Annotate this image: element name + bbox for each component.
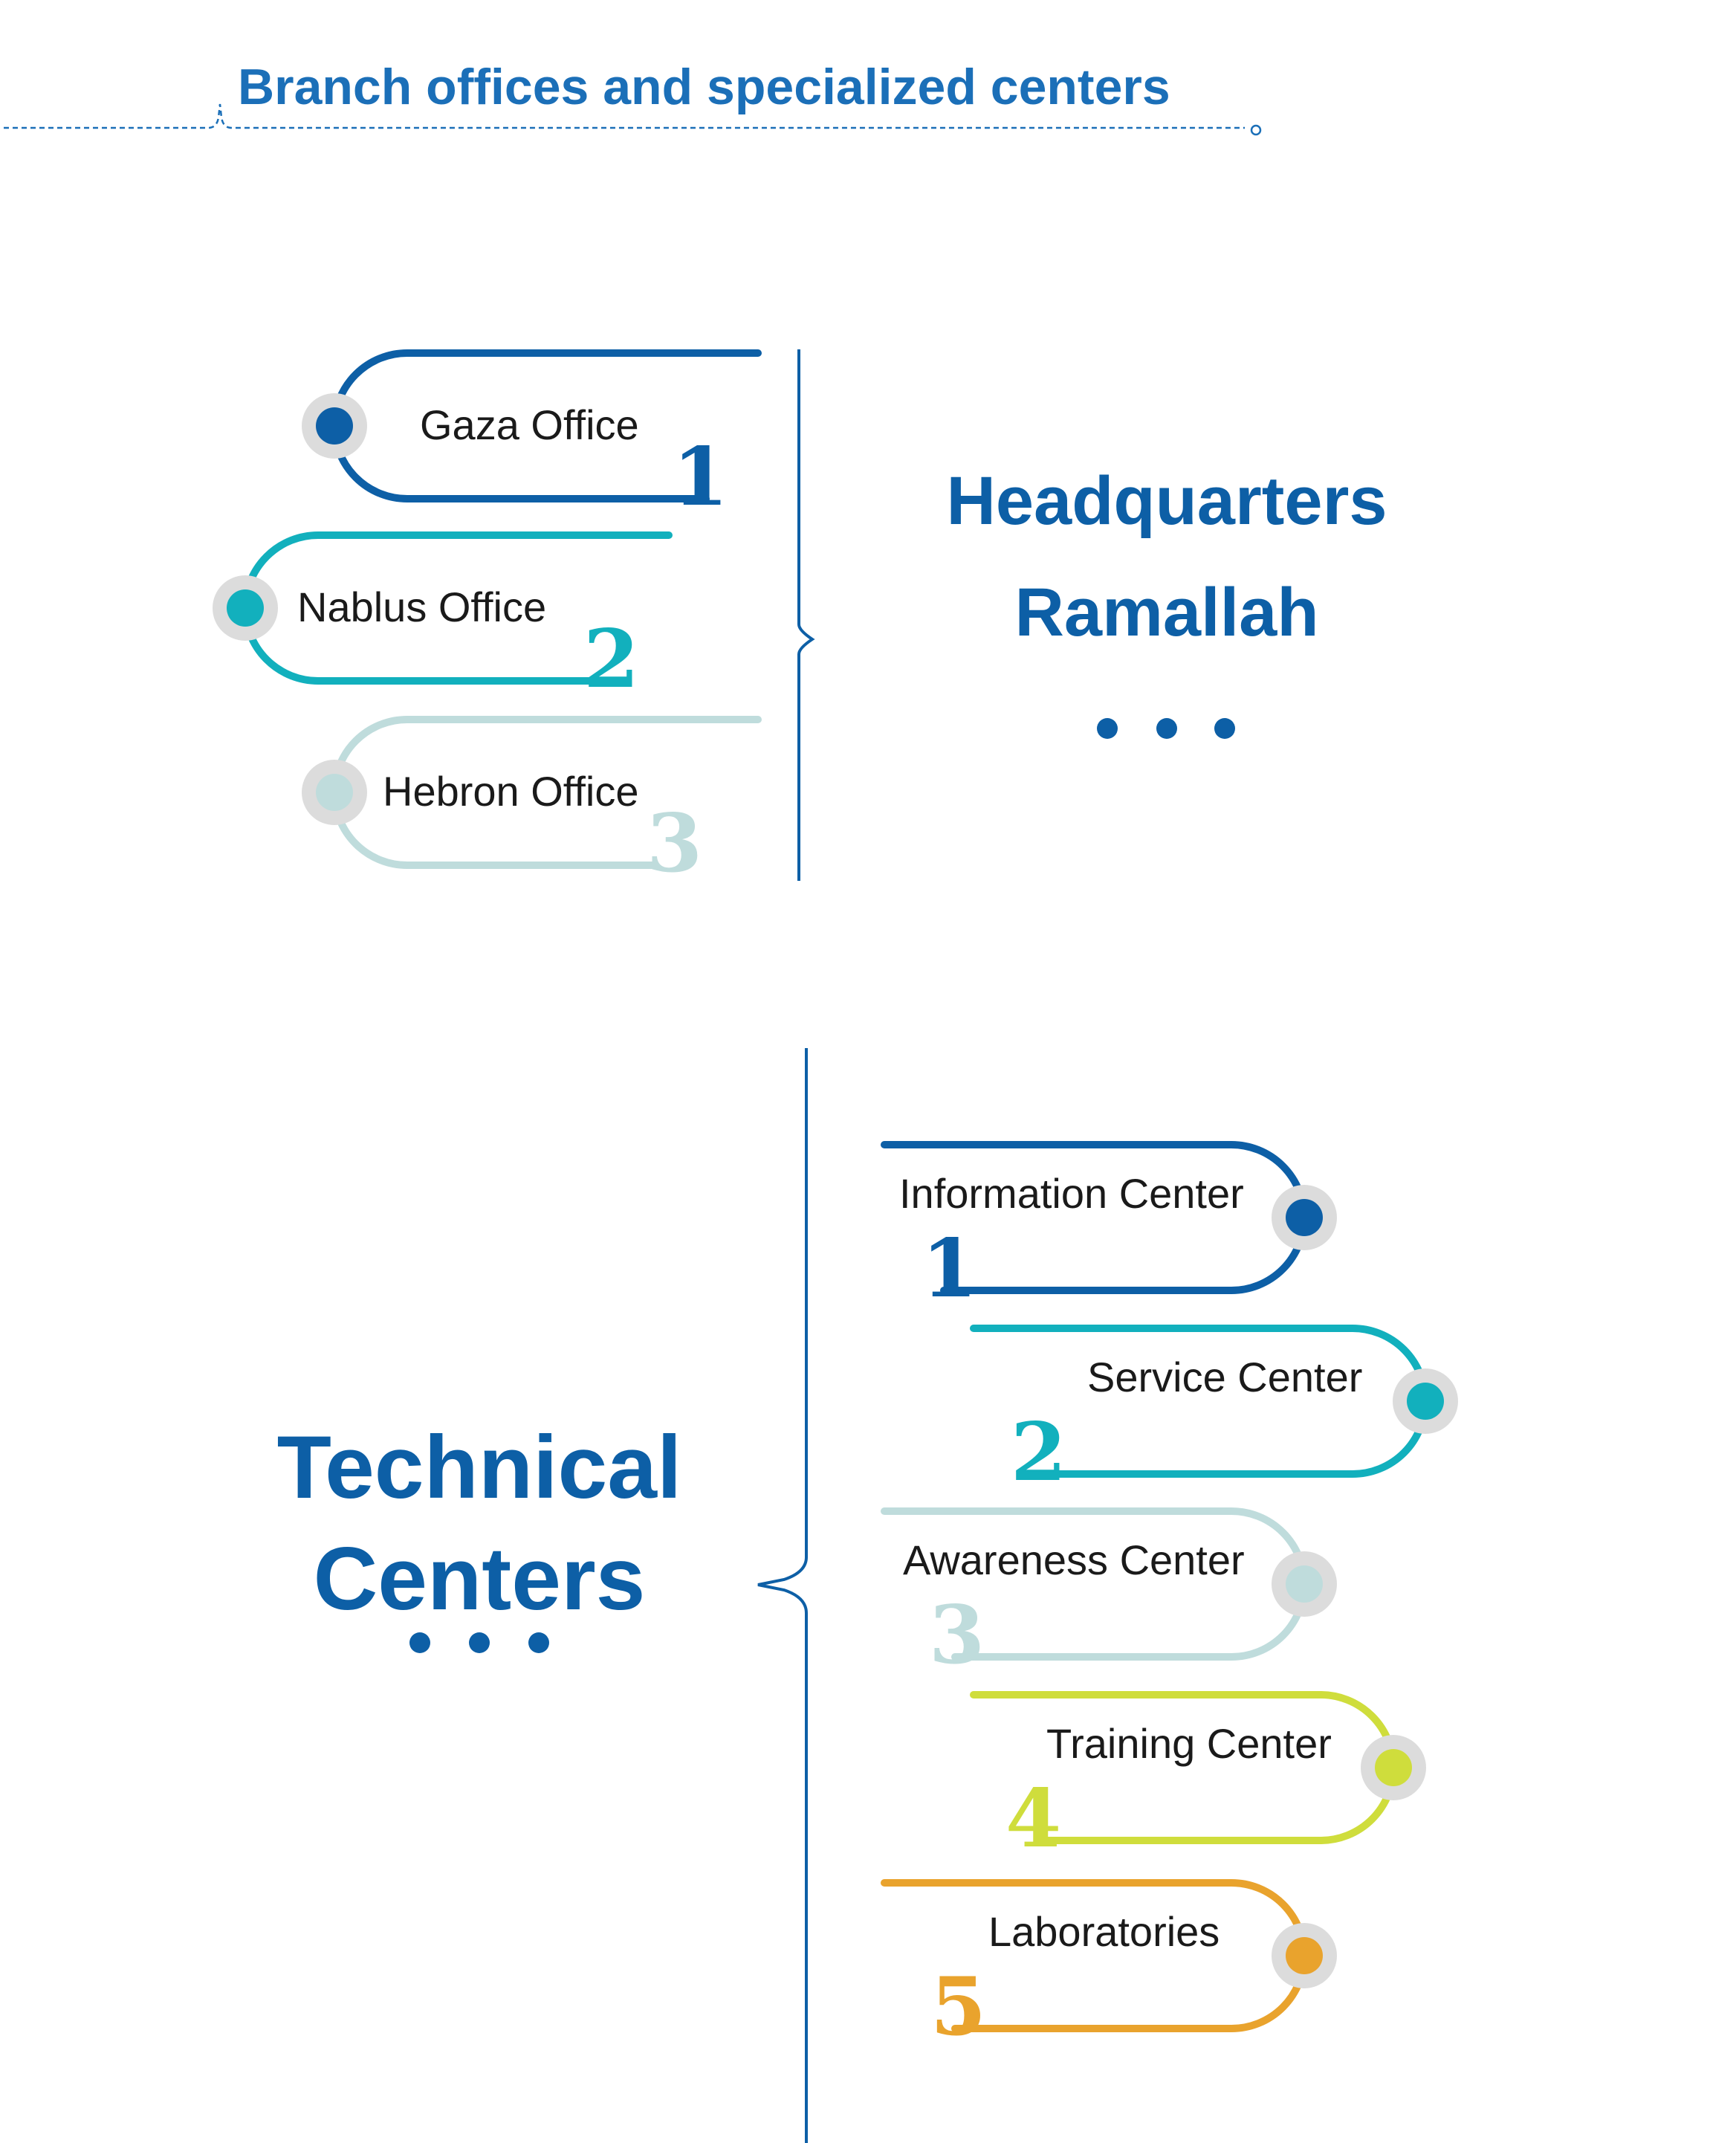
underline-end-dot — [1250, 124, 1262, 136]
center-list: Information Center 1 Service Center 2 Aw… — [881, 1141, 1458, 2054]
center-item-laboratories: Laboratories 5 — [881, 1879, 1337, 2054]
office-item-hebron: Hebron Office 3 — [302, 716, 762, 891]
center-awareness-dot — [1286, 1565, 1323, 1603]
center-laboratories-dot — [1286, 1937, 1323, 1974]
technical-brace — [757, 1048, 808, 2143]
center-service-dot — [1407, 1383, 1444, 1420]
technical-title-line1: Technical — [277, 1418, 682, 1517]
office-gaza-dot — [316, 407, 353, 445]
office-item-nablus: Nablus Office 2 — [213, 531, 673, 706]
page-title: Branch offices and specialized centers — [238, 59, 1170, 115]
center-item-awareness: Awareness Center 3 — [881, 1507, 1337, 1682]
center-laboratories-label: Laboratories — [988, 1908, 1220, 1955]
headquarters-title-line2: Ramallah — [1014, 575, 1318, 650]
office-hebron-label: Hebron Office — [383, 768, 638, 815]
office-nablus-dot — [227, 589, 264, 627]
headquarters-brace — [797, 349, 815, 881]
office-hebron-number: 3 — [647, 797, 702, 891]
office-gaza-number: 1 — [673, 430, 728, 524]
center-item-service: Service Center 2 — [970, 1325, 1458, 1499]
office-item-gaza: Gaza Office 1 — [302, 349, 762, 524]
title-underline — [4, 103, 1245, 129]
headquarters-title-line1: Headquarters — [946, 463, 1387, 539]
technical-ellipsis — [409, 1632, 549, 1653]
office-list: Gaza Office 1 Nablus Office 2 Hebron Off… — [213, 349, 762, 891]
office-gaza-label: Gaza Office — [420, 401, 639, 448]
center-item-information: Information Center 1 — [881, 1141, 1337, 1316]
office-nablus-label: Nablus Office — [297, 584, 546, 630]
center-service-number: 2 — [1011, 1406, 1066, 1499]
center-awareness-label: Awareness Center — [903, 1536, 1245, 1583]
center-information-number: 1 — [922, 1222, 977, 1316]
center-awareness-number: 3 — [929, 1588, 985, 1682]
technical-title-line2: Centers — [314, 1529, 646, 1629]
center-training-number: 4 — [1005, 1772, 1061, 1866]
office-nablus-number: 2 — [583, 612, 639, 706]
headquarters-ellipsis — [1097, 718, 1235, 739]
center-training-label: Training Center — [1046, 1720, 1332, 1767]
center-training-dot — [1375, 1749, 1412, 1786]
center-laboratories-number: 5 — [930, 1960, 986, 2054]
office-hebron-dot — [316, 774, 353, 811]
center-item-training: Training Center 4 — [970, 1691, 1426, 1866]
center-service-label: Service Center — [1087, 1354, 1362, 1400]
center-information-dot — [1286, 1199, 1323, 1236]
center-information-label: Information Center — [899, 1170, 1244, 1217]
